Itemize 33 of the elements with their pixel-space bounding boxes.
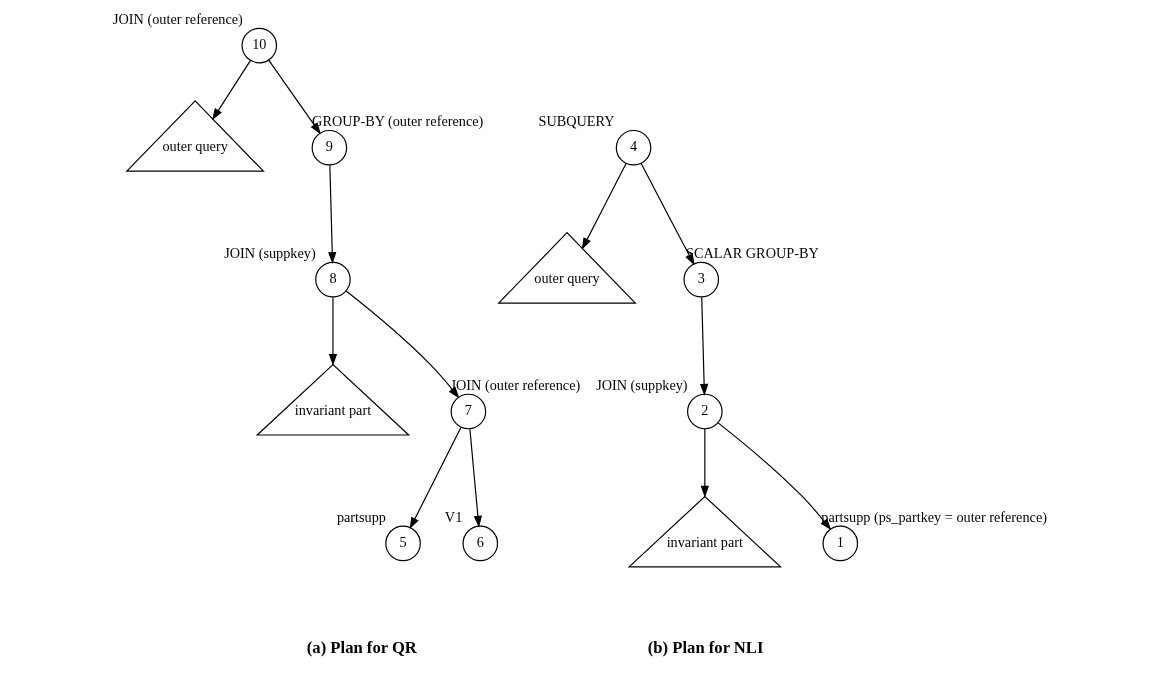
node-circle: 3: [683, 261, 720, 298]
arrow: [211, 60, 251, 121]
node-circle: 10: [241, 27, 278, 64]
node-label: SUBQUERY: [538, 113, 615, 130]
node-label: GROUP-BY (outer reference): [312, 113, 484, 130]
node-circle: 5: [385, 525, 421, 562]
node-label: V1: [444, 509, 463, 526]
node-circle: 1: [822, 525, 859, 562]
label: (b) Plan for NLI: [647, 637, 764, 657]
node-label: JOIN (outer reference): [113, 11, 243, 28]
arrow: [328, 296, 338, 366]
arrow: [717, 422, 832, 531]
arrow: [469, 428, 483, 528]
node-circle: 6: [462, 525, 499, 562]
arrow: [699, 296, 709, 396]
node-label: JOIN (suppkey): [596, 377, 688, 394]
node-circle: 9: [311, 129, 348, 166]
node-label: partsupp: [336, 509, 387, 526]
arrow: [328, 164, 337, 264]
node-circle: 2: [687, 393, 723, 430]
arrow: [409, 426, 462, 530]
node-label: JOIN (suppkey): [224, 245, 316, 262]
arrow: [640, 162, 695, 266]
arrow: [700, 428, 709, 498]
arrow: [345, 290, 460, 399]
arrow: [268, 59, 321, 135]
node-circle: 4: [615, 129, 652, 166]
node-label: SCALAR GROUP-BY: [686, 245, 819, 262]
arrow: [581, 163, 627, 250]
node-label: JOIN (outer reference): [450, 377, 581, 394]
label: (a) Plan for QR: [306, 637, 417, 657]
node-circle: 7: [450, 393, 487, 430]
node-circle: 8: [315, 261, 351, 298]
